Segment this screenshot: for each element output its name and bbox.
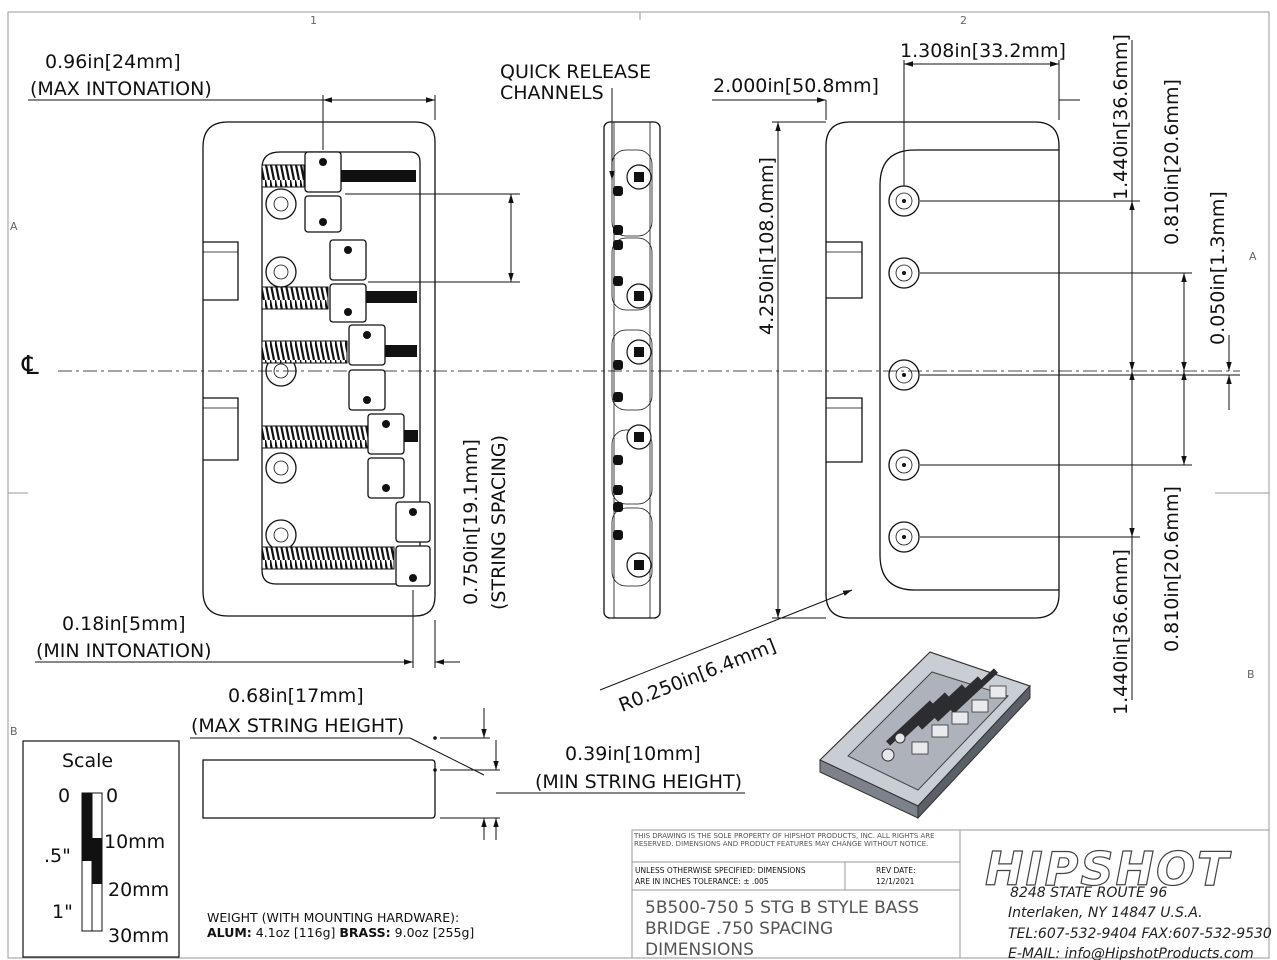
- ownership-notice: THIS DRAWING IS THE SOLE PROPERTY OF HIP…: [634, 832, 935, 848]
- max-height-value: 0.68in[17mm]: [228, 685, 364, 707]
- bridge-bottom-view: [825, 121, 1060, 619]
- zone-label-1: 1: [310, 14, 317, 27]
- zone-label-a-right: A: [1249, 250, 1257, 263]
- centerline-symbol: ℄: [21, 351, 39, 381]
- outer-top-value: 1.440in[36.6mm]: [1110, 34, 1132, 200]
- string-spacing-label: (STRING SPACING): [488, 435, 510, 610]
- min-intonation-label: (MIN INTONATION): [36, 640, 212, 662]
- scale-inch-1: 1": [52, 901, 73, 923]
- bridge-height-profile: [202, 736, 437, 819]
- weight-alum-label: ALUM:: [207, 925, 252, 940]
- title-block: [631, 829, 1270, 959]
- min-intonation-value: 0.18in[5mm]: [62, 613, 186, 635]
- outer-bottom-value: 1.440in[36.6mm]: [1110, 549, 1132, 715]
- zone-label-a-left: A: [10, 220, 18, 233]
- length-value: 4.250in[108.0mm]: [756, 157, 778, 335]
- inner-top-value: 0.810in[20.6mm]: [1161, 79, 1183, 245]
- weight-brass-label: BRASS:: [339, 925, 390, 940]
- zone-label-b-left: B: [10, 725, 18, 738]
- scale-legend: [22, 740, 180, 958]
- string-spacing-value: 0.750in[19.1mm]: [460, 439, 482, 605]
- weight-heading: WEIGHT (WITH MOUNTING HARDWARE):: [207, 910, 459, 925]
- bridge-iso-render: [818, 651, 1032, 820]
- max-intonation-label: (MAX INTONATION): [30, 78, 212, 100]
- scale-title: Scale: [62, 750, 113, 772]
- tolerance-line1: UNLESS OTHERWISE SPECIFIED: DIMENSIONS: [635, 866, 806, 875]
- drawing-title-line1: 5B500-750 5 STG B STYLE BASS: [645, 898, 919, 918]
- zone-label-2: 2: [960, 14, 967, 27]
- weight-brass-value: 9.0oz [255g]: [395, 925, 475, 940]
- company-phone: TEL:607-532-9404 FAX:607-532-9530: [1008, 926, 1272, 942]
- scale-mm-30: 30mm: [108, 925, 169, 947]
- drawing-title-line2: BRIDGE .750 SPACING: [645, 919, 833, 939]
- quick-release-line2: CHANNELS: [500, 82, 604, 104]
- scale-inch-0: 0: [58, 785, 70, 807]
- rev-date-value: 12/1/2021: [876, 877, 915, 886]
- inner-bottom-value: 0.810in[20.6mm]: [1161, 486, 1183, 652]
- rev-date-label: REV DATE:: [876, 866, 916, 875]
- quick-release-line1: QUICK RELEASE: [500, 61, 651, 83]
- zone-label-b-right: B: [1247, 668, 1255, 681]
- scale-mm-0: 0: [106, 785, 118, 807]
- bridge-side-view: [603, 121, 661, 619]
- weight-values: ALUM: 4.1oz [116g] BRASS: 9.0oz [255g]: [207, 925, 474, 940]
- drawing-title-line3: DIMENSIONS: [645, 940, 754, 960]
- width-value: 2.000in[50.8mm]: [713, 75, 879, 97]
- scale-mm-10: 10mm: [104, 831, 165, 853]
- max-intonation-value: 0.96in[24mm]: [45, 51, 181, 73]
- bridge-top-view: [202, 121, 436, 617]
- company-address2: Interlaken, NY 14847 U.S.A.: [1008, 905, 1203, 921]
- company-address1: 8248 STATE ROUTE 96: [1010, 885, 1167, 901]
- company-email: E-MAIL: info@HipshotProducts.com: [1008, 946, 1254, 960]
- tolerance-line2: ARE IN INCHES TOLERANCE: ± .005: [635, 877, 769, 886]
- center-offset-value: 0.050in[1.3mm]: [1207, 191, 1229, 345]
- min-height-label: (MIN STRING HEIGHT): [535, 771, 742, 793]
- drawing-frame: 1 2 A A B B: [7, 11, 1270, 959]
- hipshot-logo: HIPSHOT: [985, 842, 1232, 896]
- max-height-label: (MAX STRING HEIGHT): [191, 715, 404, 737]
- min-height-value: 0.39in[10mm]: [565, 743, 701, 765]
- radius-value: R0.250in[6.4mm]: [616, 635, 779, 717]
- scale-mm-20: 20mm: [108, 879, 169, 901]
- weight-alum-value: 4.1oz [116g]: [256, 925, 336, 940]
- hole-offset-value: 1.308in[33.2mm]: [900, 40, 1066, 62]
- scale-inch-half: .5": [44, 845, 71, 867]
